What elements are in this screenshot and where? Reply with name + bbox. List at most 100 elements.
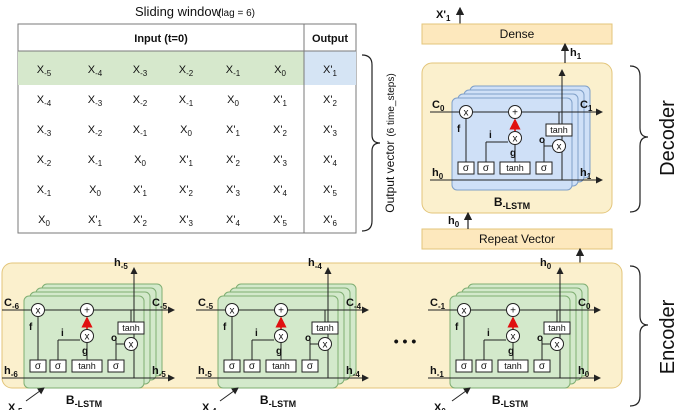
- row-highlight-output: [304, 51, 356, 85]
- encoder-0-add-symbol: +: [84, 306, 90, 317]
- table-cell: X'4: [323, 154, 337, 168]
- table-cell: X-1: [37, 184, 52, 198]
- repeat-vector-label: Repeat Vector: [479, 232, 555, 246]
- encoder-1-h-out: h-4: [346, 365, 360, 379]
- table-cell: X-1: [179, 94, 194, 108]
- encoder-1-input-mult: [274, 329, 288, 343]
- decoder-label: Decoder: [657, 100, 679, 176]
- encoder-0-gate-label: σ: [35, 361, 42, 372]
- table-cell: X'3: [273, 154, 287, 168]
- decoder-add: [508, 105, 522, 119]
- table-cell: X-1: [226, 64, 241, 78]
- encoder-2-h-out: h0: [578, 365, 590, 379]
- decoder-gate-label: tanh: [506, 163, 524, 173]
- table-cell: X'1: [226, 124, 240, 138]
- decoder-gate-o: o: [539, 135, 545, 146]
- encoder-0-gate-label: tanh: [78, 361, 96, 371]
- encoder-1-tanh-out-label: tanh: [316, 323, 334, 333]
- encoder-1-gate-g: g: [276, 346, 282, 357]
- table-cell: X-1: [133, 124, 148, 138]
- encoder-0-h-in: h-6: [4, 365, 18, 379]
- table-cell: X'1: [323, 64, 337, 78]
- table-cell: X-3: [37, 124, 52, 138]
- encoder-2-gate-label: σ: [461, 361, 468, 372]
- table-cell: X'2: [133, 214, 147, 228]
- encoder-0-forget-mult: [31, 303, 45, 317]
- encoder-0-forget-mult-symbol: x: [36, 306, 41, 317]
- decoder-input-mult-symbol: x: [513, 134, 518, 145]
- table-cell: X'6: [323, 214, 337, 228]
- encoder-1-gate-label: σ: [307, 361, 314, 372]
- encoder-0-c-in: C-6: [4, 297, 20, 311]
- encoder-1-forget-mult-symbol: x: [230, 306, 235, 317]
- table-cell: X-3: [88, 94, 103, 108]
- decoder-gate-g: g: [510, 148, 516, 159]
- table-cell: X0: [134, 154, 146, 168]
- encoder-1-gate-label: tanh: [272, 361, 290, 371]
- decoder-output-mult: [552, 139, 566, 153]
- encoder-2-gate-g: g: [508, 346, 514, 357]
- table-cell: X-2: [179, 64, 194, 78]
- table-cell: X'1: [88, 214, 102, 228]
- encoder-0-gate-i: i: [61, 328, 64, 339]
- encoder-1-input-mult-symbol: x: [279, 332, 284, 343]
- decoder-forget-mult-symbol: x: [464, 108, 469, 119]
- encoder-1-cell-name: B-LSTM: [260, 393, 296, 409]
- dense-layer: [421, 23, 613, 45]
- sliding-window-table: Sliding window (lag = 6) Input (t=0) Out…: [17, 4, 397, 234]
- decoder-gate-i: i: [489, 130, 492, 141]
- encoder-0-input-mult-symbol: x: [85, 332, 90, 343]
- encoder-1-forget-mult: [225, 303, 239, 317]
- table-cell: X-2: [88, 124, 103, 138]
- encoder-2-input-mult: [506, 329, 520, 343]
- table-cell: X0: [180, 124, 192, 138]
- encoder-2-input-mult-symbol: x: [511, 332, 516, 343]
- encoder-2-h-top: h0: [540, 257, 552, 271]
- row-highlight-input: [18, 51, 304, 85]
- table-cell: X-4: [37, 94, 52, 108]
- decoder-output-mult-symbol: x: [557, 142, 562, 153]
- header-output: Output: [312, 33, 348, 45]
- encoder-2-c-in: C-1: [430, 297, 446, 311]
- decoder-c-in: C0: [432, 99, 445, 113]
- encoder-0-h-top: h-5: [114, 257, 128, 271]
- encoder-2-gate-i: i: [487, 328, 490, 339]
- table-cell: X'2: [323, 94, 337, 108]
- encoder-1-output-mult-symbol: x: [323, 340, 328, 351]
- table-cell: X'4: [273, 184, 287, 198]
- encoder-1-add: [274, 303, 288, 317]
- encoder-2-c-out: C0: [578, 297, 591, 311]
- encoder-0-output-mult-symbol: x: [129, 340, 134, 351]
- decoder-h-in: h0: [432, 167, 444, 181]
- table-cell: X0: [274, 64, 286, 78]
- encoder-1-gate-o: o: [305, 333, 311, 344]
- encoder-0-cell-name: B-LSTM: [66, 393, 102, 409]
- encoder-2-h-in: h-1: [430, 365, 444, 379]
- encoder-brace: [629, 265, 649, 407]
- encoder-2-gate-f: f: [455, 322, 459, 333]
- encoder-1-h-top: h-4: [308, 257, 322, 271]
- table-cell: X-2: [133, 94, 148, 108]
- encoder-2-cell-name: B-LSTM: [492, 393, 528, 409]
- decoder-h1-top: h1: [570, 47, 582, 61]
- table-cell: X-5: [37, 64, 52, 78]
- encoder-1-c-out: C-4: [346, 297, 362, 311]
- table-cell: X'4: [226, 214, 240, 228]
- encoder-0-input-mult: [80, 329, 94, 343]
- encoder-0-output-mult: [124, 337, 138, 351]
- decoder-gate-f: f: [457, 124, 461, 135]
- encoder-2-gate-o: o: [537, 333, 543, 344]
- table-cell: X'3: [179, 214, 193, 228]
- table-cell: X0: [38, 214, 50, 228]
- encoder-1-h-in: h-5: [198, 365, 212, 379]
- encoder-2-gate-label: σ: [481, 361, 488, 372]
- encoder-1-x-in: X-4: [202, 402, 217, 410]
- decoder-gate-label: σ: [463, 163, 470, 174]
- table-cell: X0: [227, 94, 239, 108]
- encoder-0-gate-f: f: [29, 322, 33, 333]
